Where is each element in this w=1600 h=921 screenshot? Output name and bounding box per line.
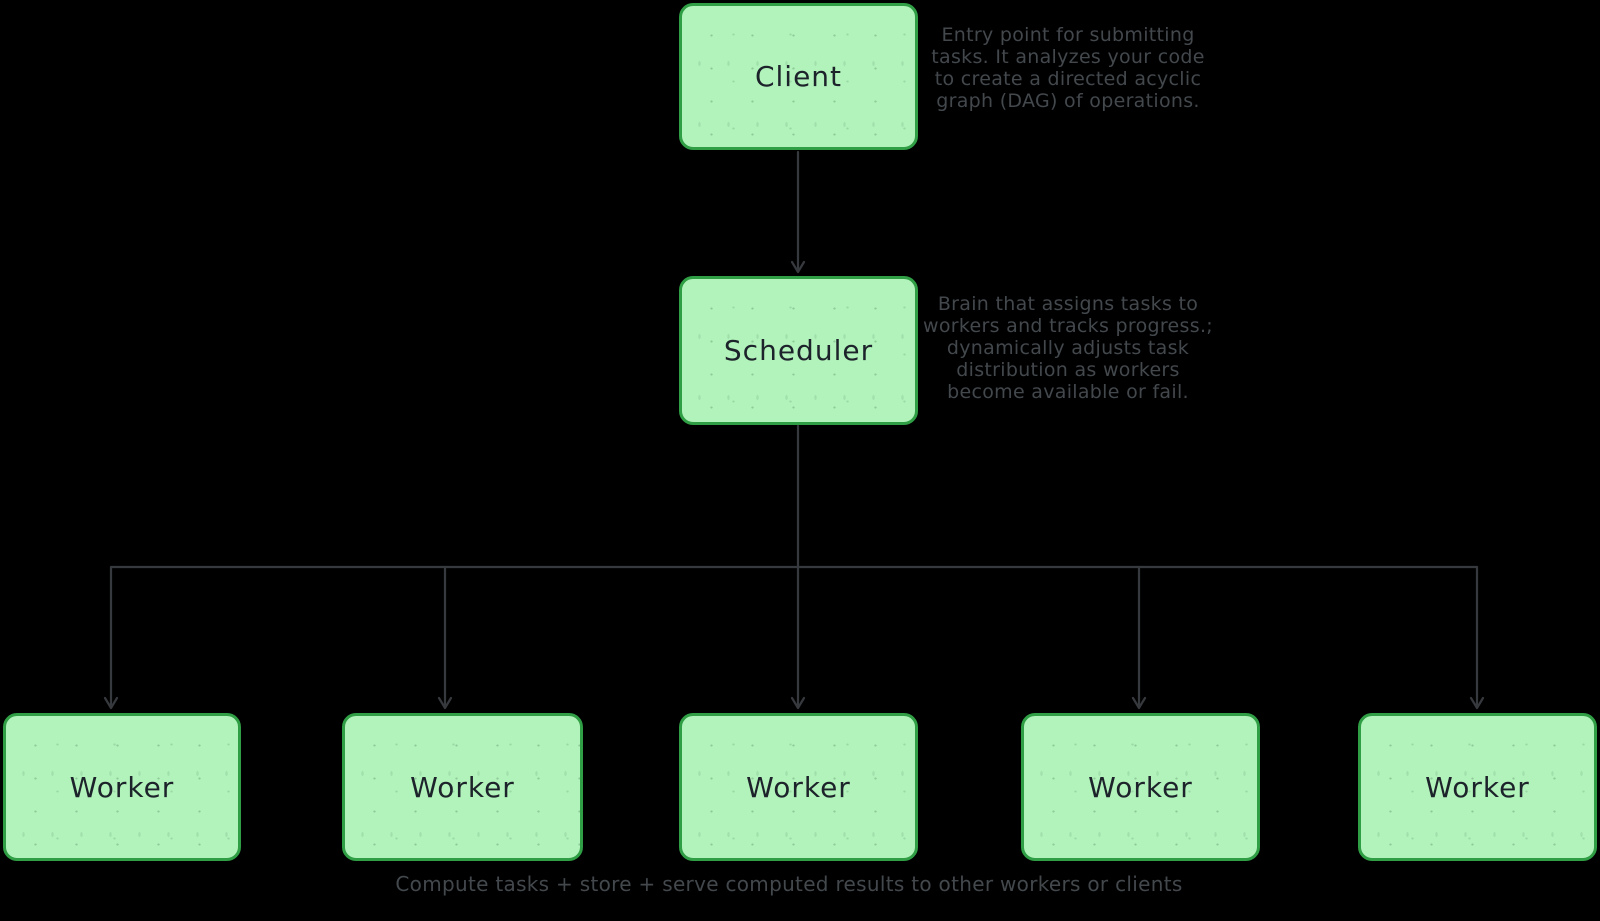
workers-annotation: Compute tasks + store + serve computed r… xyxy=(395,872,1183,896)
node-worker-4-label: Worker xyxy=(1088,770,1193,804)
node-worker-1: Worker xyxy=(3,713,241,861)
node-scheduler-label: Scheduler xyxy=(723,334,874,367)
node-worker-5: Worker xyxy=(1358,713,1597,861)
arrowhead-client-scheduler xyxy=(790,260,806,274)
node-client: Client xyxy=(679,3,918,150)
arrowhead-worker-4 xyxy=(1131,696,1147,710)
arrowhead-worker-1 xyxy=(103,696,119,710)
node-worker-3-label: Worker xyxy=(746,770,851,804)
client-annotation: Entry point for submitting tasks. It ana… xyxy=(931,24,1205,112)
node-worker-2-label: Worker xyxy=(410,770,515,804)
arrowhead-worker-5 xyxy=(1469,696,1485,710)
node-scheduler: Scheduler xyxy=(679,276,918,425)
scheduler-annotation: Brain that assigns tasks to workers and … xyxy=(923,293,1213,403)
node-client-label: Client xyxy=(754,60,843,93)
arrowhead-worker-3 xyxy=(790,696,806,710)
node-worker-5-label: Worker xyxy=(1425,770,1530,804)
node-worker-1-label: Worker xyxy=(69,770,175,804)
node-worker-3: Worker xyxy=(679,713,918,861)
node-worker-2: Worker xyxy=(342,713,583,861)
node-worker-4: Worker xyxy=(1021,713,1260,861)
arrowhead-worker-2 xyxy=(437,696,453,710)
